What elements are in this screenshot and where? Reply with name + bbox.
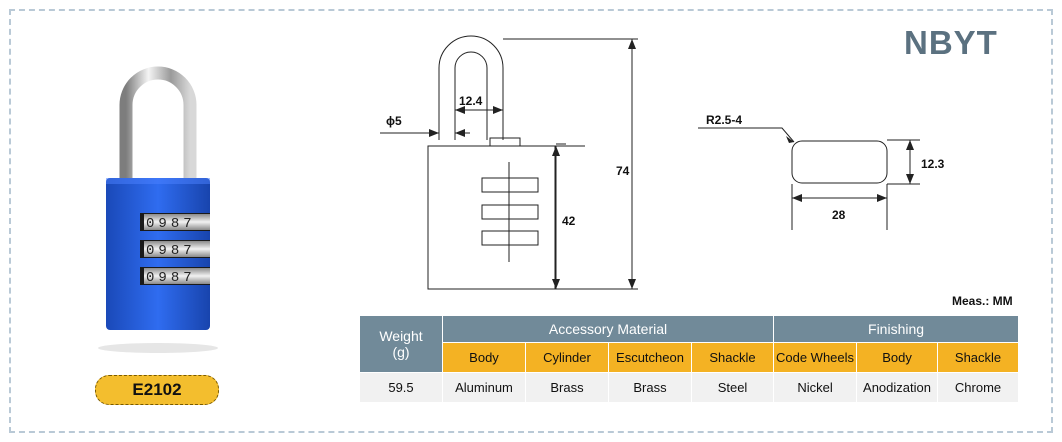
value-escutcheon: Brass [608,372,692,403]
weight-header: Weight(g) [359,315,443,373]
dashed-frame [9,9,1053,433]
subheader-escutcheon: Escutcheon [608,342,692,373]
weight-value: 59.5 [359,372,443,403]
dim-body-height: 42 [562,214,576,228]
subheader-shackle: Shackle [690,342,775,373]
model-badge: E2102 [95,375,219,405]
subheader-cylinder: Cylinder [525,342,609,373]
shackle [119,66,197,182]
accessory-header: Accessory Material [441,315,775,343]
value-finish-shackle: Chrome [937,372,1020,403]
value-body: Aluminum [442,372,526,403]
subheader-body: Body [442,342,526,373]
measurement-unit: Meas.: MM [952,294,1013,308]
value-code-wheels: Nickel [773,372,858,403]
subheader-finish-shackle: Shackle [937,342,1020,373]
dim-shackle-width: 12.4 [459,94,483,108]
dim-shackle-diameter: ϕ5 [386,114,402,128]
drawing-body [427,145,556,290]
technical-drawing: 74 42 12.4 ϕ5 R2.5-4 12.3 28 [360,30,1060,300]
dim-total-height: 74 [616,164,630,178]
drawing-shackle [438,35,504,140]
subheader-code-wheels: Code Wheels [773,342,858,373]
dim-corner-radius: R2.5-4 [706,113,742,127]
dim-section-width: 28 [832,208,846,222]
spec-table: Weight(g) Accessory Material Finishing B… [359,315,1020,403]
value-shackle: Steel [690,372,775,403]
finishing-header: Finishing [773,315,1020,343]
value-finish-body: Anodization [856,372,939,403]
section-profile [791,140,888,184]
value-cylinder: Brass [525,372,609,403]
brand-logo: NBYT [904,24,998,61]
subheader-finish-body: Body [856,342,939,373]
dim-section-depth: 12.3 [921,157,945,171]
